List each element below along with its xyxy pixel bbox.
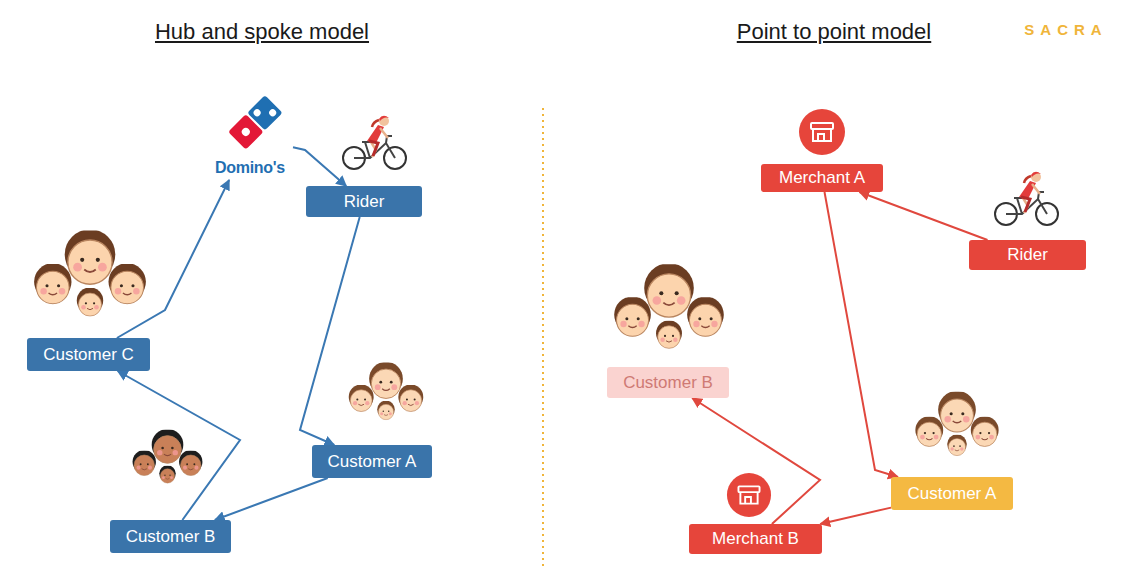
node-label: Merchant A — [779, 168, 865, 188]
role-box: Customer A — [891, 477, 1013, 510]
watermark: SACRA — [1024, 21, 1107, 38]
flow-arrow — [825, 192, 898, 477]
divider — [542, 108, 544, 570]
role-box: Rider — [306, 186, 422, 217]
logo-node: Domino's — [207, 95, 293, 180]
section-title: Point to point model — [737, 19, 931, 45]
role-box: Merchant A — [761, 164, 883, 192]
cyclist — [343, 116, 406, 169]
cyclist — [995, 172, 1058, 225]
role-box: Rider — [969, 240, 1086, 270]
node-label: Rider — [1007, 245, 1048, 265]
node-label: Merchant B — [712, 529, 799, 549]
dominos-logo — [228, 95, 282, 149]
store-icon — [727, 473, 771, 517]
family-b — [614, 263, 724, 348]
role-box: Merchant B — [689, 524, 822, 554]
flow-arrow — [118, 371, 240, 520]
flow-arrow — [215, 478, 328, 520]
role-box: Customer C — [27, 338, 150, 371]
node-label: Domino's — [215, 158, 285, 178]
role-box: Customer B — [110, 520, 231, 553]
store-icon — [799, 109, 845, 155]
family-c — [34, 229, 146, 316]
family-a — [915, 391, 998, 456]
node-label: Customer A — [328, 452, 417, 472]
section-title: Hub and spoke model — [155, 19, 369, 45]
family-a — [349, 362, 424, 420]
flow-arrow — [820, 508, 891, 524]
role-box: Customer B — [607, 367, 729, 398]
flow-arrow — [117, 180, 229, 338]
flow-arrow — [859, 192, 987, 240]
node-label: Customer B — [623, 373, 713, 393]
flow-arrow — [293, 147, 346, 186]
role-box: Customer A — [312, 445, 432, 478]
node-label: Customer C — [43, 345, 134, 365]
family-b — [133, 429, 203, 483]
flow-arrow — [692, 398, 820, 524]
flow-arrow — [300, 217, 360, 445]
node-label: Customer A — [908, 484, 997, 504]
node-label: Customer B — [126, 527, 216, 547]
node-label: Rider — [344, 192, 385, 212]
